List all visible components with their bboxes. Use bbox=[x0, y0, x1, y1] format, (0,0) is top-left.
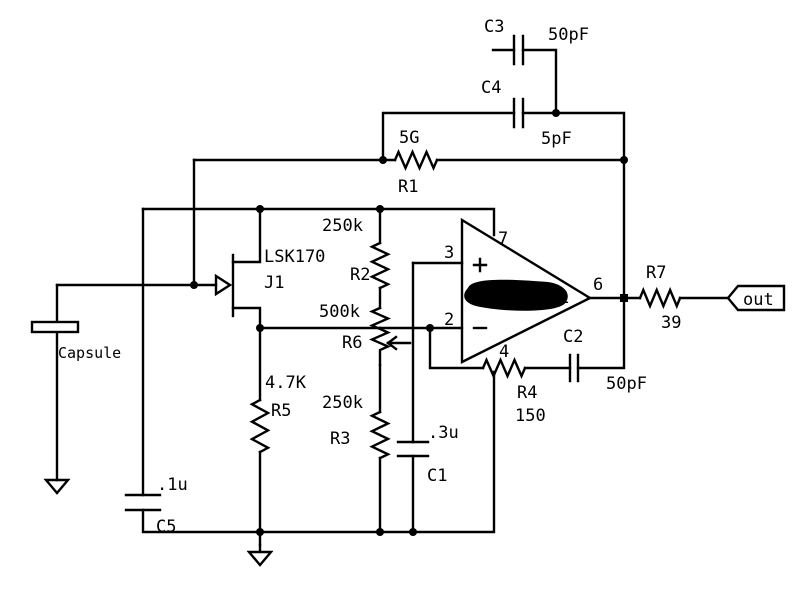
r3-label: R3 bbox=[330, 429, 350, 449]
pin6-label: 6 bbox=[593, 275, 603, 295]
j1-part-label: LSK170 bbox=[264, 247, 325, 267]
r6-resistor bbox=[369, 306, 391, 367]
c4-label: C4 bbox=[481, 78, 501, 98]
pin3-label: 3 bbox=[444, 243, 454, 263]
c5-value: .1u bbox=[157, 475, 188, 495]
c3-label: C3 bbox=[484, 17, 504, 37]
r4-resistor bbox=[481, 357, 527, 379]
capacitors bbox=[124, 34, 580, 512]
r2-label: R2 bbox=[350, 265, 370, 285]
c3-capacitor bbox=[512, 34, 525, 66]
c2-value: 50pF bbox=[606, 374, 647, 394]
r7-resistor bbox=[638, 286, 682, 310]
c2-capacitor bbox=[568, 353, 580, 383]
r6-label: R6 bbox=[342, 333, 362, 353]
r2-value: 250k bbox=[322, 216, 363, 236]
j1-label: J1 bbox=[264, 273, 284, 293]
capsule-symbol bbox=[30, 320, 80, 334]
pin4-label: 4 bbox=[499, 342, 509, 362]
r1-value: 5G bbox=[399, 128, 419, 148]
r3-value: 250k bbox=[322, 393, 363, 413]
r1-label: R1 bbox=[398, 177, 418, 197]
c3-value: 50pF bbox=[548, 25, 589, 45]
r4-label: R4 bbox=[517, 383, 537, 403]
r3-resistor bbox=[369, 410, 391, 460]
c1-value: .3u bbox=[428, 423, 459, 443]
c5-label: C5 bbox=[156, 517, 176, 537]
labels: C3 50pF C4 5pF 5G R1 250k R2 LSK170 J1 5… bbox=[58, 17, 774, 537]
c4-value: 5pF bbox=[541, 129, 572, 149]
capsule-label: Capsule bbox=[58, 344, 121, 362]
r2-resistor bbox=[369, 241, 391, 290]
ground-main-icon bbox=[246, 543, 274, 567]
r4-value: 150 bbox=[515, 406, 546, 426]
r7-value: 39 bbox=[661, 313, 681, 333]
r5-resistor bbox=[249, 398, 271, 454]
r6-wiper-arrow bbox=[386, 335, 412, 351]
r5-label: R5 bbox=[271, 401, 291, 421]
pin2-label: 2 bbox=[444, 310, 454, 330]
junctions bbox=[190, 109, 628, 536]
c1-label: C1 bbox=[427, 466, 447, 486]
c4-capacitor bbox=[512, 97, 525, 129]
r1-resistor bbox=[393, 149, 439, 171]
grounds bbox=[43, 478, 274, 567]
r5-value: 4.7K bbox=[265, 373, 307, 393]
out-label: out bbox=[743, 290, 774, 310]
pin1-label: 1 bbox=[559, 288, 569, 308]
r7-label: R7 bbox=[646, 263, 666, 283]
op-amp bbox=[460, 217, 593, 364]
c5-capacitor bbox=[124, 493, 162, 512]
c2-label: C2 bbox=[563, 327, 583, 347]
pin7-label: 7 bbox=[498, 229, 508, 249]
out-tag bbox=[726, 284, 786, 312]
r6-value: 500k bbox=[319, 302, 360, 322]
jfet-symbol bbox=[214, 253, 235, 318]
ground-capsule-icon bbox=[43, 478, 71, 495]
resistors bbox=[249, 149, 682, 460]
redaction-blob bbox=[464, 279, 568, 311]
c1-capacitor bbox=[396, 440, 430, 458]
